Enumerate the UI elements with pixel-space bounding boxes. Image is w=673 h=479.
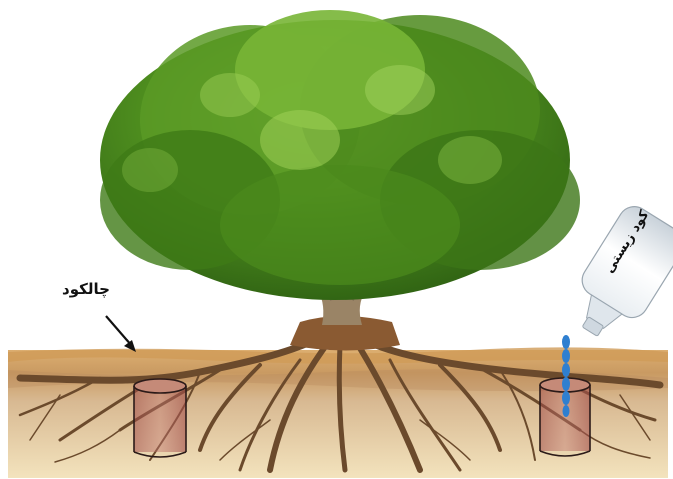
pit-left bbox=[134, 379, 186, 457]
pit-label: چالکود bbox=[62, 280, 110, 298]
arrow-icon bbox=[106, 316, 136, 352]
fertilizer-bottle-icon bbox=[559, 201, 673, 351]
tree-canopy bbox=[100, 10, 580, 300]
